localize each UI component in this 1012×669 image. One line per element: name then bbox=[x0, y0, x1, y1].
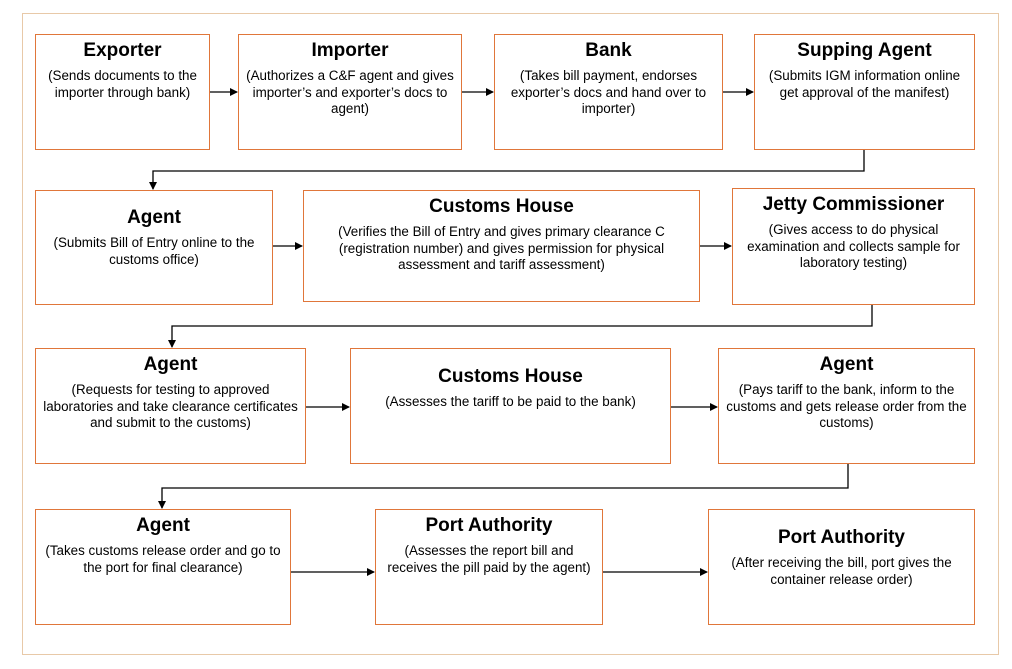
step-title: Jetty Commissioner bbox=[762, 194, 945, 215]
step-customs-house-tariff: Customs House (Assesses the tariff to be… bbox=[350, 348, 671, 464]
step-description: (Sends documents to the importer through… bbox=[48, 68, 197, 100]
step-customs-house-verify: Customs House (Verifies the Bill of Entr… bbox=[303, 190, 700, 302]
step-agent-pays-tariff: Agent (Pays tariff to the bank, inform t… bbox=[718, 348, 975, 464]
step-title: Bank bbox=[585, 40, 632, 61]
step-title: Agent bbox=[127, 207, 181, 228]
step-title: Customs House bbox=[438, 366, 583, 387]
step-title: Agent bbox=[143, 354, 198, 375]
step-description: (Authorizes a C&F agent and gives import… bbox=[246, 68, 454, 116]
step-description: (Submits IGM information online get appr… bbox=[768, 68, 961, 100]
arrow-supping-agent-to-agent bbox=[149, 150, 865, 190]
step-title: Port Authority bbox=[777, 527, 905, 548]
step-port-authority-assess: Port Authority (Assesses the report bill… bbox=[375, 509, 603, 625]
arrow-agent-pays-to-agent-release bbox=[158, 464, 849, 509]
step-jetty-commissioner: Jetty Commissioner (Gives access to do p… bbox=[732, 188, 975, 305]
step-exporter: Exporter (Sends documents to the importe… bbox=[35, 34, 210, 150]
step-description: (Assesses the report bill and receives t… bbox=[387, 543, 591, 575]
step-agent-release-order: Agent (Takes customs release order and g… bbox=[35, 509, 291, 625]
step-title: Customs House bbox=[429, 196, 574, 217]
step-description: (Requests for testing to approved labora… bbox=[43, 382, 298, 430]
step-description: (Verifies the Bill of Entry and gives pr… bbox=[338, 224, 665, 272]
step-title: Exporter bbox=[83, 40, 162, 61]
step-description: (Takes customs release order and go to t… bbox=[45, 543, 281, 575]
step-agent-lab-testing: Agent (Requests for testing to approved … bbox=[35, 348, 306, 464]
step-title: Supping Agent bbox=[797, 40, 932, 61]
step-title: Agent bbox=[136, 515, 190, 536]
step-description: (After receiving the bill, port gives th… bbox=[731, 555, 952, 587]
step-title: Importer bbox=[311, 40, 389, 61]
step-title: Port Authority bbox=[425, 515, 553, 536]
step-description: (Assesses the tariff to be paid to the b… bbox=[385, 394, 636, 409]
step-port-authority-release: Port Authority (After receiving the bill… bbox=[708, 509, 975, 625]
step-description: (Gives access to do physical examination… bbox=[747, 222, 960, 270]
step-agent-bill-of-entry: Agent (Submits Bill of Entry online to t… bbox=[35, 190, 273, 305]
step-supping-agent: Supping Agent (Submits IGM information o… bbox=[754, 34, 975, 150]
diagram-frame bbox=[22, 13, 999, 655]
step-bank: Bank (Takes bill payment, endorses expor… bbox=[494, 34, 723, 150]
step-importer: Importer (Authorizes a C&F agent and giv… bbox=[238, 34, 462, 150]
step-description: (Submits Bill of Entry online to the cus… bbox=[53, 235, 255, 267]
arrow-jetty-to-agent bbox=[168, 305, 873, 348]
step-description: (Takes bill payment, endorses exporter’s… bbox=[510, 68, 707, 116]
step-description: (Pays tariff to the bank, inform to the … bbox=[726, 382, 967, 430]
step-title: Agent bbox=[819, 354, 874, 375]
